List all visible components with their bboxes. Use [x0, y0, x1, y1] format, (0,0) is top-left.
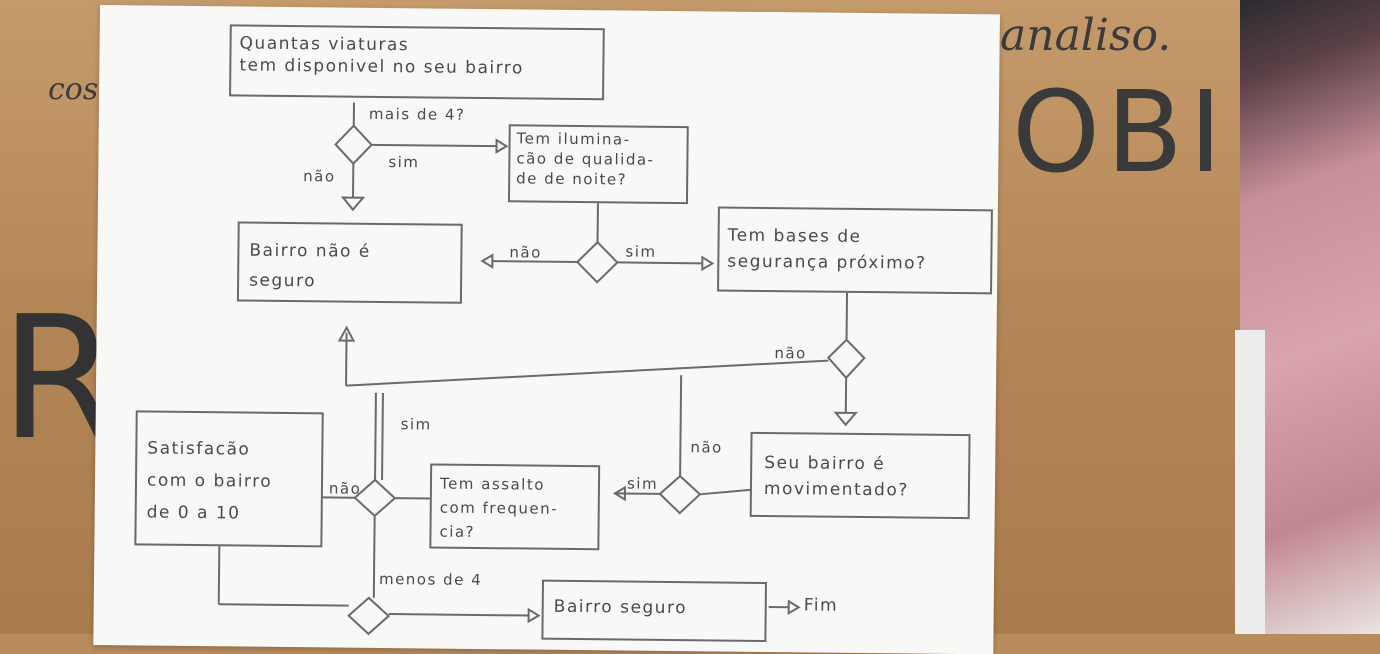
label-assalto: Tem assalto com frequen- cia?	[439, 472, 558, 545]
box-bairro-seguro: Bairro seguro	[541, 580, 767, 642]
label-movimentado: Seu bairro é movimentado?	[764, 450, 909, 504]
box-quantas-viaturas: Quantas viaturas tem disponivel no seu b…	[229, 24, 605, 100]
edge-label-mais-de-4: mais de 4?	[369, 103, 466, 126]
decision-diamond-iluminacao	[577, 242, 617, 282]
edge-label-sim-2: sim	[625, 241, 656, 263]
box-assalto: Tem assalto com frequen- cia?	[429, 463, 600, 550]
flowchart-connectors	[93, 5, 1000, 654]
decision-diamond-viaturas	[335, 125, 371, 163]
label-bases-seguranca: Tem bases de segurança próximo?	[727, 223, 927, 277]
decision-diamond-final	[348, 598, 388, 634]
edge-label-sim-4: sim	[627, 473, 658, 495]
label-fim: Fim	[804, 594, 839, 616]
edge-label-menos-de-4: menos de 4	[379, 568, 482, 591]
label-satisfacao: Satisfacão com o bairro de 0 a 10	[147, 433, 273, 530]
edge-label-nao-5: não	[329, 477, 362, 499]
background-text-top-right: analiso.	[1000, 10, 1171, 61]
box-movimentado: Seu bairro é movimentado?	[750, 432, 971, 519]
paper-sheet: Quantas viaturas tem disponivel no seu b…	[93, 5, 1000, 654]
background-sign-text: OBI	[1012, 68, 1228, 198]
edge-label-sim-1: sim	[388, 151, 419, 173]
box-bairro-nao-seguro: Bairro não é seguro	[237, 221, 463, 303]
edge-label-nao-3: não	[774, 342, 807, 364]
edge-label-sim-3: sim	[401, 413, 432, 435]
label-quantas-viaturas: Quantas viaturas tem disponivel no seu b…	[239, 32, 524, 79]
decision-diamond-bases	[828, 340, 864, 378]
white-sheet-edge	[1235, 330, 1265, 634]
label-iluminacao: Tem ilumina- cão de qualida- de de noite…	[516, 128, 655, 189]
edge-label-nao-2: não	[509, 241, 542, 263]
decision-diamond-movimentado	[660, 476, 700, 513]
box-bases-seguranca: Tem bases de segurança próximo?	[717, 206, 993, 294]
box-satisfacao: Satisfacão com o bairro de 0 a 10	[134, 410, 323, 547]
edge-label-nao-1: não	[303, 165, 336, 187]
box-iluminacao: Tem ilumina- cão de qualida- de de noite…	[508, 124, 689, 204]
label-bairro-nao-seguro: Bairro não é seguro	[249, 236, 371, 297]
label-bairro-seguro: Bairro seguro	[554, 596, 688, 619]
edge-label-nao-4: não	[690, 436, 723, 458]
